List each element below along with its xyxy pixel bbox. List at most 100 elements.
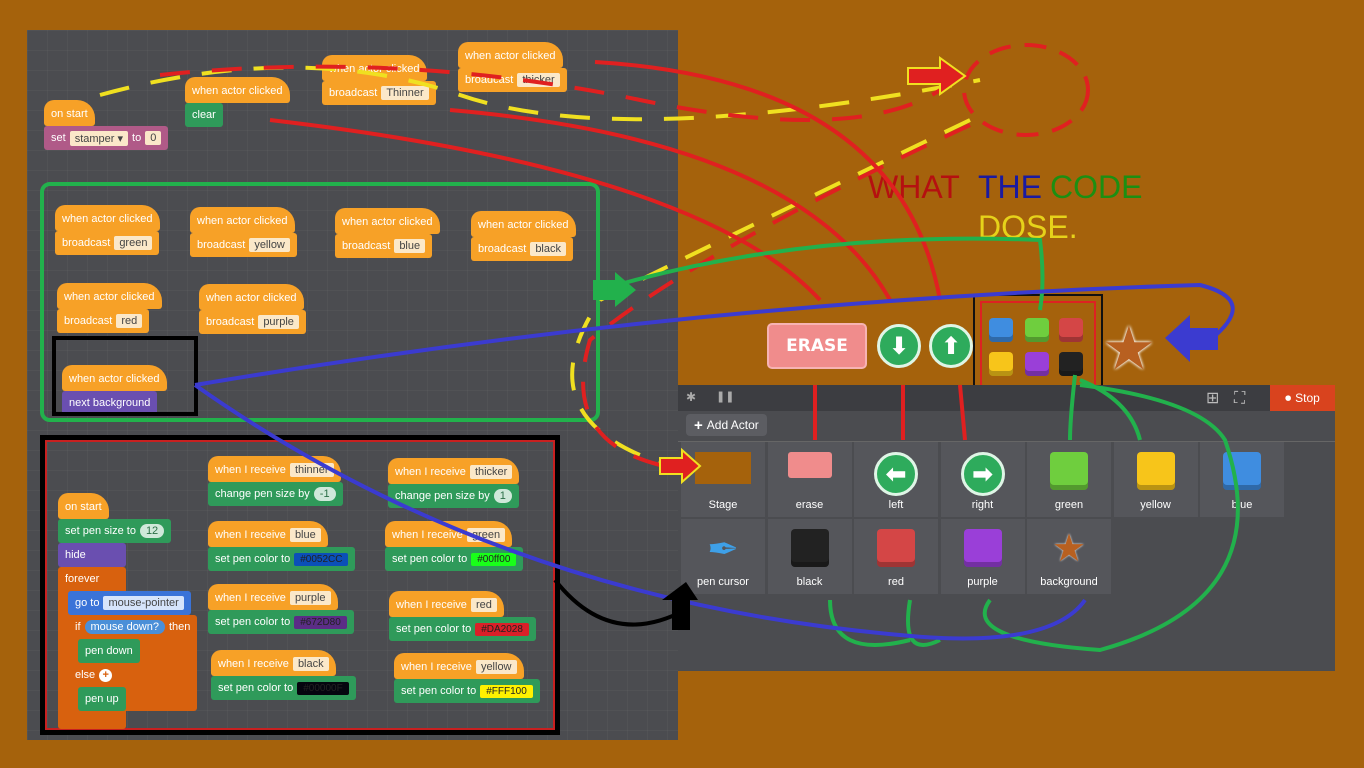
add-actor-label: Add Actor bbox=[706, 418, 759, 432]
actor-label: purple bbox=[967, 576, 998, 588]
actor-label: Stage bbox=[708, 499, 738, 511]
hat-block[interactable]: on start bbox=[44, 100, 95, 126]
command-block[interactable]: next background bbox=[62, 391, 158, 415]
pen-up-block[interactable]: pen up bbox=[78, 687, 126, 711]
green-square-icon bbox=[1050, 452, 1088, 490]
block-text: set pen color to bbox=[218, 682, 294, 694]
block-input[interactable]: stamper ▾ bbox=[69, 130, 129, 146]
palette-yellow[interactable] bbox=[989, 352, 1013, 376]
block-text: set bbox=[51, 132, 66, 144]
stop-button[interactable]: ⏺Stop bbox=[1270, 385, 1335, 411]
actor-green[interactable]: green bbox=[1027, 442, 1111, 517]
block-text: when actor clicked bbox=[329, 63, 420, 75]
hat-block[interactable]: when actor clicked bbox=[57, 283, 162, 309]
block-text: if bbox=[75, 621, 81, 633]
actor-black[interactable]: black bbox=[767, 519, 852, 594]
block-input[interactable]: Thinner bbox=[381, 86, 429, 100]
debug-bug-icon[interactable]: ✱ bbox=[686, 390, 697, 404]
hat-on-start[interactable]: on start bbox=[58, 493, 109, 519]
stage-canvas[interactable]: WHAT THE CODE DOSE. ERASE ⬇ ⬆ ★ bbox=[678, 30, 1335, 396]
grid-layout-icon[interactable]: ⊞ bbox=[1206, 388, 1220, 407]
message-input[interactable]: yellow bbox=[475, 660, 517, 674]
condition-mouse-down[interactable]: mouse down? bbox=[84, 620, 165, 634]
palette-black[interactable] bbox=[1059, 352, 1083, 376]
add-actor-button[interactable]: +Add Actor bbox=[686, 414, 767, 436]
actor-stage[interactable]: Stage bbox=[681, 442, 765, 517]
stop-icon: ⏺ bbox=[1285, 390, 1292, 405]
palette-purple[interactable] bbox=[1025, 352, 1049, 376]
code-script[interactable]: when actor clicked clear bbox=[185, 77, 290, 127]
star-icon: ★ bbox=[1051, 528, 1087, 570]
stop-label: Stop bbox=[1295, 391, 1320, 405]
pen-icon: ✒ bbox=[707, 529, 739, 571]
palette-green[interactable] bbox=[1025, 318, 1049, 342]
pen-down-arrow-button[interactable]: ⬇ bbox=[877, 324, 921, 368]
command-block[interactable]: set pen color to#00000F bbox=[211, 676, 356, 700]
actor-background[interactable]: ★background bbox=[1027, 519, 1111, 594]
color-swatch[interactable]: #00000F bbox=[297, 681, 349, 695]
actor-yellow[interactable]: yellow bbox=[1113, 442, 1198, 517]
hat-block[interactable]: when actor clicked bbox=[62, 365, 167, 391]
add-else-icon[interactable]: + bbox=[99, 668, 113, 682]
pen-down-block[interactable]: pen down bbox=[78, 639, 140, 663]
block-text: when actor clicked bbox=[192, 85, 283, 97]
palette-blue[interactable] bbox=[989, 318, 1013, 342]
pen-size-input[interactable]: 12 bbox=[139, 524, 165, 538]
color-swatch[interactable]: #FFF100 bbox=[480, 684, 533, 698]
fullscreen-icon[interactable]: ⛶ bbox=[1234, 388, 1246, 407]
value-input[interactable]: 0 bbox=[145, 131, 162, 145]
actor-right[interactable]: ➡right bbox=[940, 442, 1025, 517]
block-input[interactable]: thicker bbox=[517, 73, 560, 87]
hat-block[interactable]: when actor clicked bbox=[458, 42, 563, 68]
left-arrow-icon: ⬅ bbox=[874, 452, 918, 496]
block-text: broadcast bbox=[197, 239, 246, 251]
block-input[interactable]: green bbox=[114, 236, 153, 250]
actor-blue[interactable]: blue bbox=[1200, 442, 1284, 517]
message-input[interactable]: black bbox=[292, 657, 329, 671]
pen-up-arrow-button[interactable]: ⬆ bbox=[929, 324, 973, 368]
actor-purple[interactable]: purple bbox=[940, 519, 1025, 594]
block-text: else bbox=[75, 669, 96, 681]
command-block[interactable]: clear bbox=[185, 103, 223, 127]
stage-text-code: CODE bbox=[1050, 169, 1143, 205]
hat-block[interactable]: when actor clicked bbox=[185, 77, 290, 103]
hat-block[interactable]: when actor clicked bbox=[55, 205, 160, 231]
block-text: broadcast bbox=[465, 74, 514, 86]
actor-left[interactable]: ⬅left bbox=[854, 442, 938, 517]
goto-target-dropdown[interactable]: mouse-pointer bbox=[103, 596, 184, 610]
hide-block[interactable]: hide bbox=[58, 543, 126, 567]
star-background-button[interactable]: ★ bbox=[1102, 314, 1156, 384]
command-block[interactable]: set pen color to#FFF100 bbox=[394, 679, 540, 703]
block-input[interactable]: red bbox=[116, 314, 143, 328]
actor-pen-cursor[interactable]: ✒pen cursor bbox=[681, 519, 765, 594]
erase-button[interactable]: ERASE bbox=[767, 323, 867, 369]
pause-icon[interactable]: ❚❚ bbox=[716, 390, 735, 403]
hat-block[interactable]: when actor clicked bbox=[322, 55, 427, 81]
palette-red[interactable] bbox=[1059, 318, 1083, 342]
erase-icon bbox=[787, 452, 832, 478]
actor-erase[interactable]: erase bbox=[767, 442, 852, 517]
actor-red[interactable]: red bbox=[854, 519, 938, 594]
actor-label: yellow bbox=[1140, 499, 1171, 511]
